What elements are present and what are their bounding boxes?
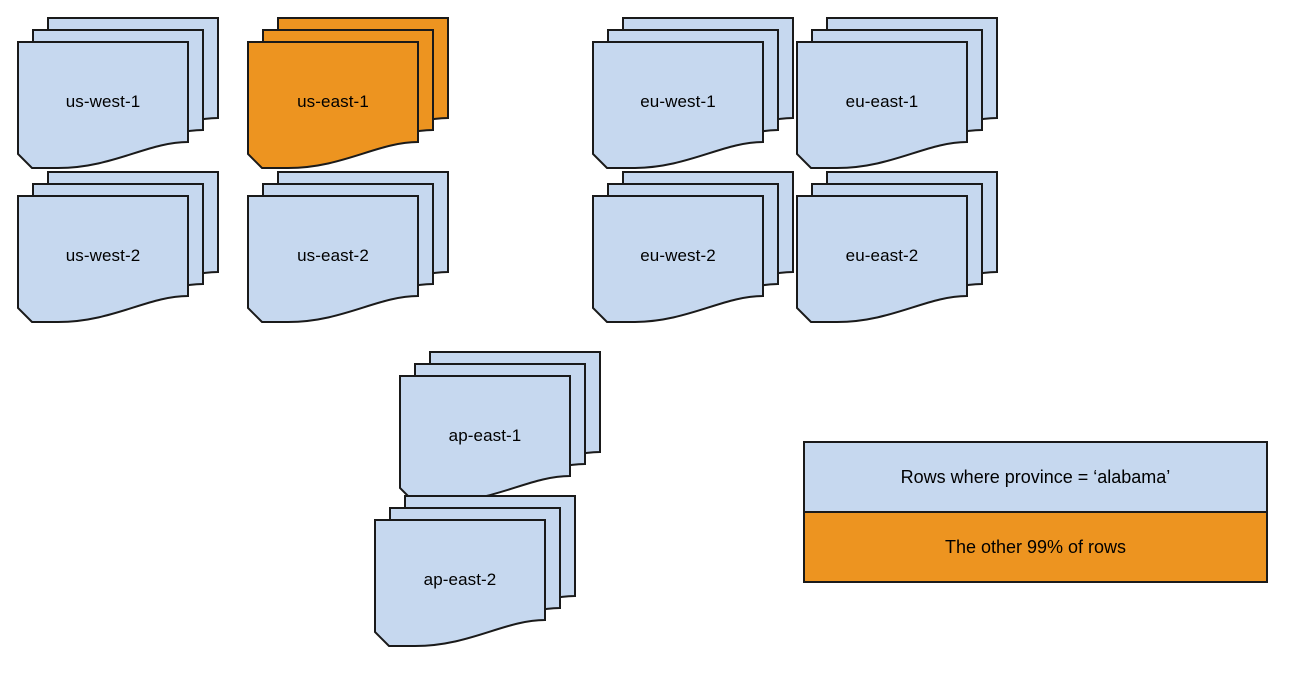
shard-stack-shape (592, 17, 794, 169)
legend-row-matching: Rows where province = ‘alabama’ (805, 443, 1266, 513)
shard-sheet-3 (796, 195, 968, 323)
shard-sheet-3 (399, 375, 571, 503)
shard-stack-shape (247, 17, 449, 169)
shard-stack-us-west-2[interactable]: us-west-2 (17, 171, 234, 324)
shard-stack-shape (399, 351, 601, 503)
shard-stack-shape (374, 495, 576, 647)
shard-stack-shape (796, 171, 998, 323)
shard-stack-us-east-1[interactable]: us-east-1 (247, 17, 464, 170)
shard-sheet-3 (592, 195, 764, 323)
shard-sheet-3 (17, 195, 189, 323)
shard-stack-ap-east-2[interactable]: ap-east-2 (374, 495, 591, 648)
shard-stack-shape (17, 171, 219, 323)
shard-stack-eu-east-2[interactable]: eu-east-2 (796, 171, 1013, 324)
shard-stack-shape (17, 17, 219, 169)
shard-stack-shape (592, 171, 794, 323)
shard-stack-eu-west-2[interactable]: eu-west-2 (592, 171, 809, 324)
shard-sheet-3 (374, 519, 546, 647)
shard-sheet-3 (247, 195, 419, 323)
legend-label-other: The other 99% of rows (944, 536, 1127, 557)
shard-sheet-3 (17, 41, 189, 169)
legend-label-matching: Rows where province = ‘alabama’ (900, 466, 1171, 487)
shard-stack-eu-west-1[interactable]: eu-west-1 (592, 17, 809, 170)
shard-sheet-3 (247, 41, 419, 169)
shard-stack-us-east-2[interactable]: us-east-2 (247, 171, 464, 324)
shard-stack-eu-east-1[interactable]: eu-east-1 (796, 17, 1013, 170)
shard-stack-shape (796, 17, 998, 169)
legend: Rows where province = ‘alabama’ The othe… (803, 441, 1268, 583)
shard-stack-us-west-1[interactable]: us-west-1 (17, 17, 234, 170)
shard-sheet-3 (592, 41, 764, 169)
shard-stack-ap-east-1[interactable]: ap-east-1 (399, 351, 616, 504)
shard-stack-shape (247, 171, 449, 323)
shard-sheet-3 (796, 41, 968, 169)
legend-row-other: The other 99% of rows (805, 513, 1266, 581)
